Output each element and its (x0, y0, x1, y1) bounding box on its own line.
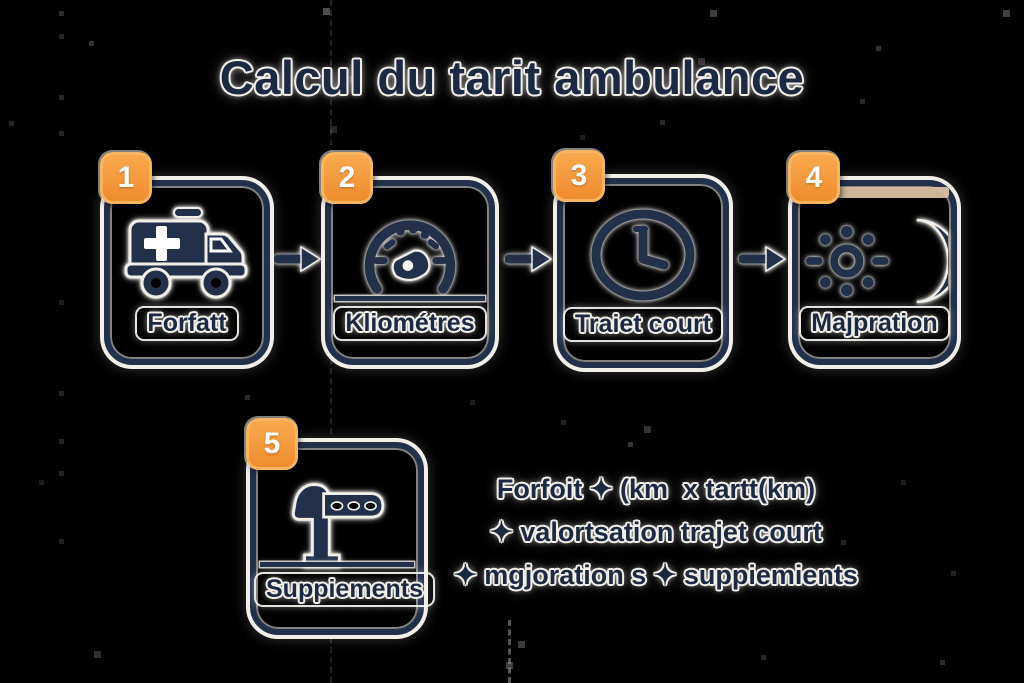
rack-icon (256, 478, 418, 574)
page-title: Calcul du tarit ambulance (219, 51, 805, 104)
step-card-majoration: 4 Majpration (788, 152, 957, 365)
sun-moon-icon (798, 218, 951, 304)
background-noise (0, 0, 3, 3)
arrow-right-icon (738, 242, 789, 276)
arrow-right-icon (504, 242, 555, 276)
step-card-supplements: 5 Suppiements (246, 418, 424, 635)
guide-line-vertical (508, 620, 513, 683)
step-number: 5 (263, 427, 281, 460)
formula-line-2: ✦ valortsation trajet court (490, 517, 822, 547)
step-label: Suppiements (256, 574, 423, 605)
step-label: Majpration (798, 308, 951, 339)
step-number: 1 (117, 161, 135, 194)
step-label: Traiet court (563, 309, 723, 340)
step-card-kilometres: 2 Kliométres (321, 152, 495, 365)
clock-icon (563, 204, 723, 306)
tan-strip (808, 187, 949, 198)
step-number: 4 (805, 161, 823, 194)
step-number: 2 (338, 161, 356, 194)
label-separator (260, 562, 414, 567)
step-number-badge: 5 (246, 418, 298, 470)
step-number-badge: 2 (321, 152, 373, 204)
arrow-right-icon (273, 242, 324, 276)
formula: Forfoit ✦ (km x tartt(km) ✦ valortsation… (440, 468, 872, 597)
label-separator (335, 296, 485, 301)
formula-line-3: ✦ mgjoration s ✦ suppiemients (454, 560, 858, 590)
step-number: 3 (570, 159, 588, 192)
step-number-badge: 3 (553, 150, 605, 202)
ambulance-icon (110, 206, 264, 302)
speedometer-icon (331, 206, 489, 306)
step-card-trajet-court: 3 Traiet court (553, 150, 729, 368)
step-label: Forfatt (110, 308, 264, 339)
formula-line-1: Forfoit ✦ (km x tartt(km) (496, 474, 816, 504)
step-number-badge: 4 (788, 152, 840, 204)
step-number-badge: 1 (100, 152, 152, 204)
step-card-forfait: 1 Forfatt (100, 152, 270, 365)
step-label: Kliométres (331, 308, 489, 339)
